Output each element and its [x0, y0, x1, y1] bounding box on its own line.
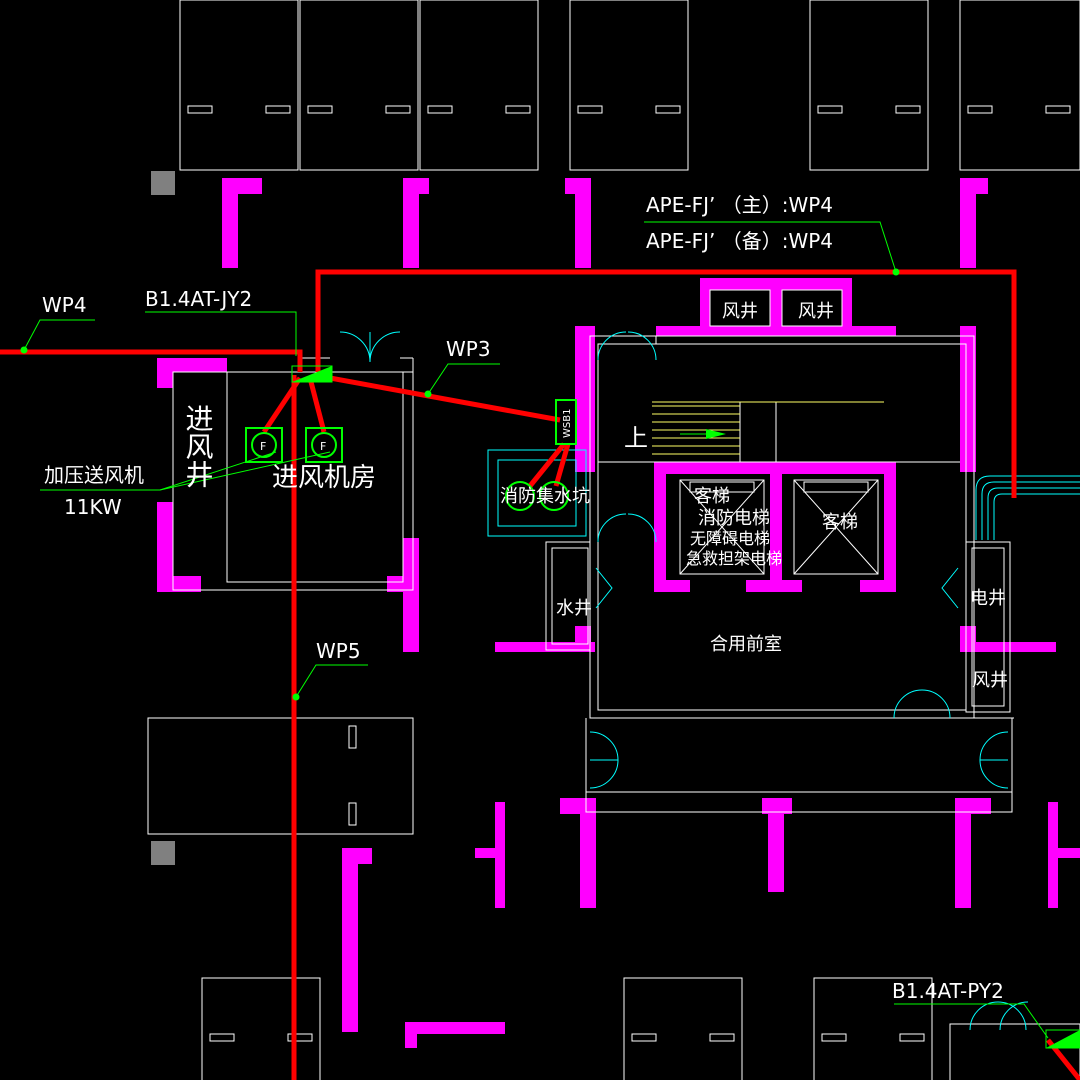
label-wsb1: WSB1 [562, 409, 573, 438]
label-panel-py2: B1.4AT-PY2 [892, 979, 1004, 1003]
label-stretcher-lift: 急救担架电梯 [686, 549, 782, 568]
doors [339, 331, 1080, 1031]
label-wp3: WP3 [446, 337, 491, 361]
label-passenger-lift-2: 客梯 [822, 512, 858, 533]
label-intake-room: 进风机房 [272, 463, 376, 493]
stair-arrow [680, 429, 726, 439]
label-water-shaft: 水井 [556, 598, 592, 619]
label-panel-jy2: B1.4AT-JY2 [145, 287, 252, 311]
label-lobby: 合用前室 [710, 634, 782, 655]
label-shaft-1: 风井 [722, 301, 758, 322]
panel-jy2-symbol [291, 365, 333, 383]
fan-mark-2: F [320, 440, 326, 453]
walls [157, 178, 1080, 1048]
marker-square-top [151, 171, 175, 195]
parking-bays-top [179, 0, 1080, 171]
label-sump: 消防集水坑 [500, 486, 590, 507]
label-fan-name: 加压送风机 [44, 463, 144, 487]
marker-square-bottom [151, 841, 175, 865]
wsb1-box [555, 399, 577, 445]
leader-dots [20, 268, 900, 701]
power-cables [0, 269, 1080, 1080]
label-stair-up: 上 [624, 424, 648, 452]
text-labels: WP4 B1.4AT-JY2 WP3 APE-FJ’ （主）:WP4 APE-F… [42, 193, 1008, 1003]
building-outlines [172, 289, 1080, 1080]
fan-mark-1: F [260, 440, 266, 453]
label-ape-main: APE-FJ’ （主）:WP4 [646, 193, 833, 217]
fan-symbols [245, 427, 343, 463]
annotation-leaders [23, 221, 1049, 1039]
label-ape-backup: APE-FJ’ （备）:WP4 [646, 229, 833, 253]
parking-bays-bottom [147, 717, 933, 1080]
panel-py2-symbol [1045, 1029, 1080, 1049]
label-shaft-3: 风井 [972, 670, 1008, 691]
sump-pumps [505, 481, 569, 511]
label-elec-shaft: 电井 [970, 588, 1006, 609]
label-fan-power: 11KW [64, 495, 122, 519]
label-shaft-2: 风井 [798, 301, 834, 322]
label-fire-lift: 消防电梯 [698, 508, 770, 529]
label-inlet-shaft: 进风井 [182, 404, 215, 488]
label-wp5: WP5 [316, 639, 361, 663]
label-wp4-left: WP4 [42, 293, 87, 317]
label-passenger-lift-1: 客梯 [694, 486, 730, 507]
label-accessible-lift: 无障碍电梯 [690, 529, 770, 548]
